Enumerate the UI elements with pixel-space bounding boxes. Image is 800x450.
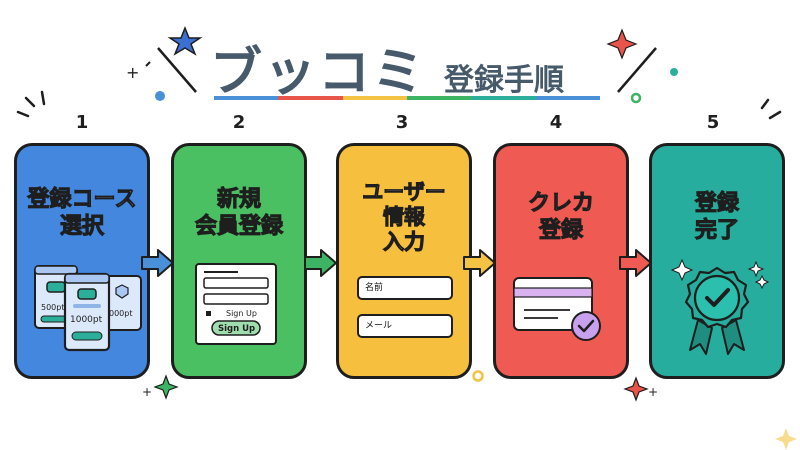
sparkle-icon: + xyxy=(648,385,658,399)
dot-icon xyxy=(670,68,678,76)
title-sub: 登録手順 xyxy=(444,63,565,98)
accent-line-icon xyxy=(157,47,197,93)
title-underline xyxy=(214,96,600,100)
arrow-right-icon xyxy=(463,249,496,277)
sparkle-icon xyxy=(153,374,179,400)
title-main: ブッコミ xyxy=(210,43,427,103)
step-card-5: 登録 完了 xyxy=(649,143,785,379)
step-title: クレカ 登録 xyxy=(527,191,594,244)
burst-lines-icon xyxy=(16,90,46,118)
name-field: 名前 xyxy=(357,276,453,300)
star-icon xyxy=(167,25,203,56)
arrow-right-icon xyxy=(304,249,337,277)
sparkle-icon: + xyxy=(126,63,139,82)
burst-lines-icon xyxy=(760,98,782,120)
step-title: ユーザー 情報 入力 xyxy=(362,180,447,255)
step-number-4: 4 xyxy=(549,112,563,133)
ring-icon xyxy=(472,370,484,382)
award-badge-check-icon xyxy=(670,258,770,355)
ring-icon xyxy=(630,92,642,104)
course-card-center-label: 1000pt xyxy=(70,315,103,325)
accent-line-icon xyxy=(617,47,657,93)
signup-form-illustration: Sign Up Sign Up xyxy=(195,263,277,345)
credit-card-check-icon xyxy=(513,277,601,341)
sparkle-icon: + xyxy=(142,385,152,399)
course-card-right-label: 000pt xyxy=(109,309,132,318)
accent-line-icon xyxy=(145,61,151,67)
sparkle-icon xyxy=(623,376,649,402)
step-number-1: 1 xyxy=(75,112,89,133)
course-cards-illustration: 500pt 000pt 1000pt xyxy=(34,265,142,352)
step-card-1: 登録コース 選択 500pt 000pt 1000pt xyxy=(14,143,150,379)
page-title: ブッコミ 登録手順 xyxy=(210,30,564,105)
mail-field: メール xyxy=(357,314,453,338)
sparkle-icon xyxy=(775,428,797,450)
sparkle-icon xyxy=(606,28,638,60)
step-card-4: クレカ 登録 xyxy=(493,143,629,379)
signup-button-label: Sign Up xyxy=(218,324,255,334)
course-card-left-label: 500pt xyxy=(41,303,64,312)
step-title: 登録 完了 xyxy=(694,191,739,244)
arrow-right-icon xyxy=(619,249,652,277)
step-number-2: 2 xyxy=(232,112,246,133)
step-number-3: 3 xyxy=(395,112,409,133)
step-title: 登録コース 選択 xyxy=(27,187,137,240)
step-number-5: 5 xyxy=(706,112,720,133)
signup-checkbox-label: Sign Up xyxy=(226,309,257,318)
arrow-right-icon xyxy=(141,249,174,277)
step-card-2: 新規 会員登録 Sign Up Sign Up xyxy=(171,143,307,379)
step-card-3: ユーザー 情報 入力 名前 メール xyxy=(336,143,472,379)
step-title: 新規 会員登録 xyxy=(194,187,283,240)
dot-icon xyxy=(155,91,165,101)
